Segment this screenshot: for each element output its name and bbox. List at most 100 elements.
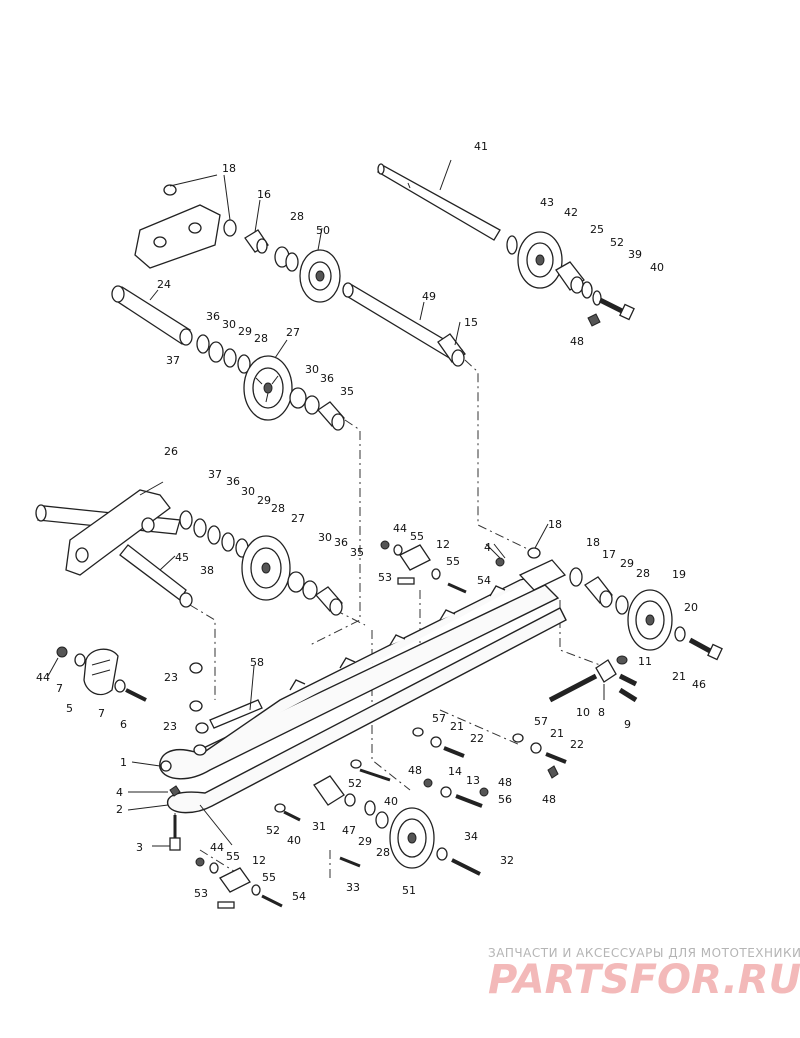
wheel-27-lower [241,535,291,601]
callout-55b: 55 [446,555,460,568]
middle-wheel-group [111,285,345,431]
callout-36c: 36 [226,475,240,488]
wheel-50 [299,249,341,303]
callout-36b: 36 [320,372,334,385]
spacer-16 [244,229,269,254]
callout-5: 5 [66,702,73,715]
callout-25: 25 [590,223,604,236]
callout-29d: 29 [358,835,372,848]
callout-8: 8 [598,706,605,719]
callout-21c: 21 [550,727,564,740]
spacer-17 [584,576,613,608]
callout-52c: 52 [266,824,280,837]
upper-idler-group [134,184,466,367]
wheel-51 [389,807,435,869]
block-31 [274,759,391,868]
callout-55d: 55 [262,871,276,884]
callout-13: 13 [466,774,480,787]
spacer-35-lower [315,586,343,616]
bolts-22-21-57 [412,727,567,808]
callout-44: 44 [393,522,407,535]
callout-21b: 21 [450,720,464,733]
slide-rails [159,559,567,814]
callout-48c: 48 [498,776,512,789]
bracket-drawing [134,204,221,269]
callout-3: 3 [136,841,143,854]
callout-45: 45 [175,551,189,564]
stopper-5 [83,648,119,696]
callout-43: 43 [540,196,554,209]
callout-57: 57 [432,712,446,725]
callout-48d: 48 [542,793,556,806]
callout-7b: 7 [98,707,105,720]
callout-23: 23 [164,671,178,684]
callout-38: 38 [200,564,214,577]
shaft-24 [111,285,193,346]
callout-30: 30 [222,318,236,331]
callout-21: 21 [672,670,686,683]
callout-20: 20 [684,601,698,614]
callout-22b: 22 [570,738,584,751]
lower-hardware [56,540,567,909]
callout-40: 40 [650,261,664,274]
watermark: ЗАПЧАСТИ И АКСЕССУАРЫ ДЛЯ МОТОТЕХНИКИ PA… [488,946,800,1003]
block-12-lower [195,857,283,909]
callout-44c: 44 [210,841,224,854]
callout-52b: 52 [348,777,362,790]
callout-22: 22 [470,732,484,745]
callout-23b: 23 [163,720,177,733]
front-arm-group [35,489,343,616]
callout-42: 42 [564,206,578,219]
callout-28d: 28 [636,567,650,580]
callout-12b: 12 [252,854,266,867]
callout-54b: 54 [292,890,306,903]
callout-7: 7 [56,682,63,695]
callout-44b: 44 [36,671,50,684]
callout-28b: 28 [254,332,268,345]
callout-leaders [47,159,605,847]
callout-48: 48 [570,335,584,348]
wheel-27-top [243,355,293,421]
callout-18b: 18 [548,518,562,531]
callout-27: 27 [286,326,300,339]
callout-4: 4 [484,541,491,554]
watermark-logo: PARTSFOR.RU [488,957,800,1003]
callout-19: 19 [672,568,686,581]
shaft-41 [376,163,501,241]
callout-28: 28 [290,210,304,223]
callout-24: 24 [157,278,171,291]
screw-3 [169,815,181,851]
callout-54: 54 [477,574,491,587]
callout-17: 17 [602,548,616,561]
callout-29: 29 [238,325,252,338]
callout-51: 51 [402,884,416,897]
callout-37b: 37 [208,468,222,481]
callout-29b: 29 [257,494,271,507]
callout-48b: 48 [408,764,422,777]
callout-46: 46 [692,678,706,691]
spacer-35-top [317,401,345,431]
callout-31: 31 [312,820,326,833]
bolt-40 [598,297,635,321]
callout-32: 32 [500,854,514,867]
bolt-11 [618,673,638,687]
callout-34: 34 [464,830,478,843]
callout-49: 49 [422,290,436,303]
callout-28c: 28 [271,502,285,515]
callout-55c: 55 [226,850,240,863]
callout-30c: 30 [241,485,255,498]
callout-53b: 53 [194,887,208,900]
callout-57b: 57 [534,715,548,728]
callout-53: 53 [378,571,392,584]
callout-36: 36 [206,310,220,323]
callout-18: 18 [222,162,236,175]
washer-39 [592,290,602,306]
callout-15: 15 [464,316,478,329]
callout-50: 50 [316,224,330,237]
callout-16: 16 [257,188,271,201]
wheel-42 [517,231,563,289]
callout-2: 2 [116,803,123,816]
callout-14: 14 [448,765,462,778]
callout-29c: 29 [620,557,634,570]
